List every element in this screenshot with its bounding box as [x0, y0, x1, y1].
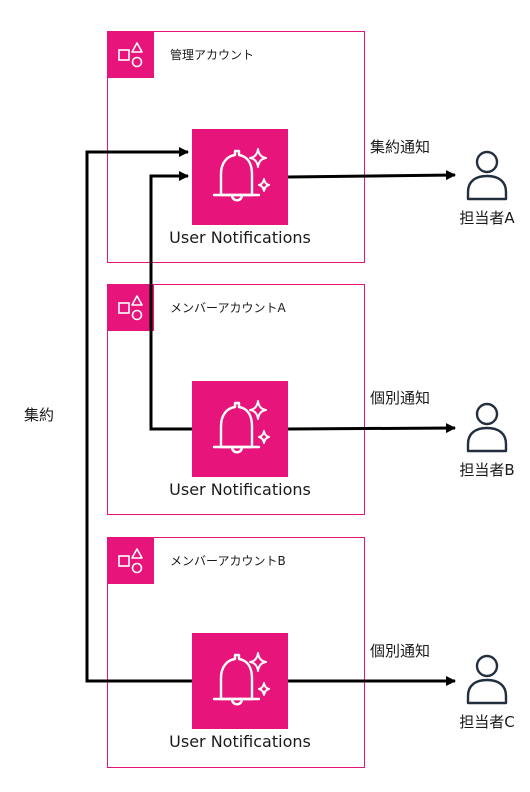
- service-label-member-a: User Notifications: [169, 480, 311, 499]
- account-label-member-b: メンバーアカウントB: [170, 554, 286, 568]
- account-group-icon: [108, 32, 154, 78]
- account-box-member-b: メンバーアカウントB: [107, 537, 365, 768]
- user-notifications-service-member-b: [192, 633, 288, 729]
- individual-notification-label-c: 個別通知: [370, 642, 431, 660]
- account-box-management: 管理アカウント: [107, 31, 365, 263]
- person-label-a: 担当者A: [459, 209, 515, 227]
- account-group-icon: [108, 285, 154, 331]
- user-icon: [466, 150, 508, 201]
- aggregate-arrow-from-member-b: [85, 147, 192, 683]
- aggregate-arrow-from-member-a: [149, 171, 192, 431]
- user-notifications-service-member-a: [192, 381, 288, 477]
- account-box-member-a: メンバーアカウントA: [107, 284, 365, 515]
- user-notifications-service-management: [192, 129, 288, 225]
- aggregate-label: 集約: [24, 406, 55, 424]
- person-label-b: 担当者B: [459, 461, 515, 479]
- bell-notification-icon: [212, 400, 270, 454]
- notify-arrow-person-b: [287, 423, 456, 434]
- user-icon: [466, 402, 508, 453]
- user-icon: [466, 654, 508, 705]
- person-label-c: 担当者C: [459, 713, 515, 731]
- bell-notification-icon: [212, 148, 270, 202]
- individual-notification-label-b: 個別通知: [370, 389, 431, 407]
- aggregated-notification-label: 集約通知: [370, 138, 431, 156]
- account-group-icon: [108, 538, 154, 584]
- bell-notification-icon: [212, 652, 270, 706]
- notify-arrow-person-a: [287, 170, 456, 181]
- service-label-management: User Notifications: [169, 228, 311, 247]
- account-label-management: 管理アカウント: [170, 48, 255, 62]
- account-label-member-a: メンバーアカウントA: [170, 301, 286, 315]
- service-label-member-b: User Notifications: [169, 732, 311, 751]
